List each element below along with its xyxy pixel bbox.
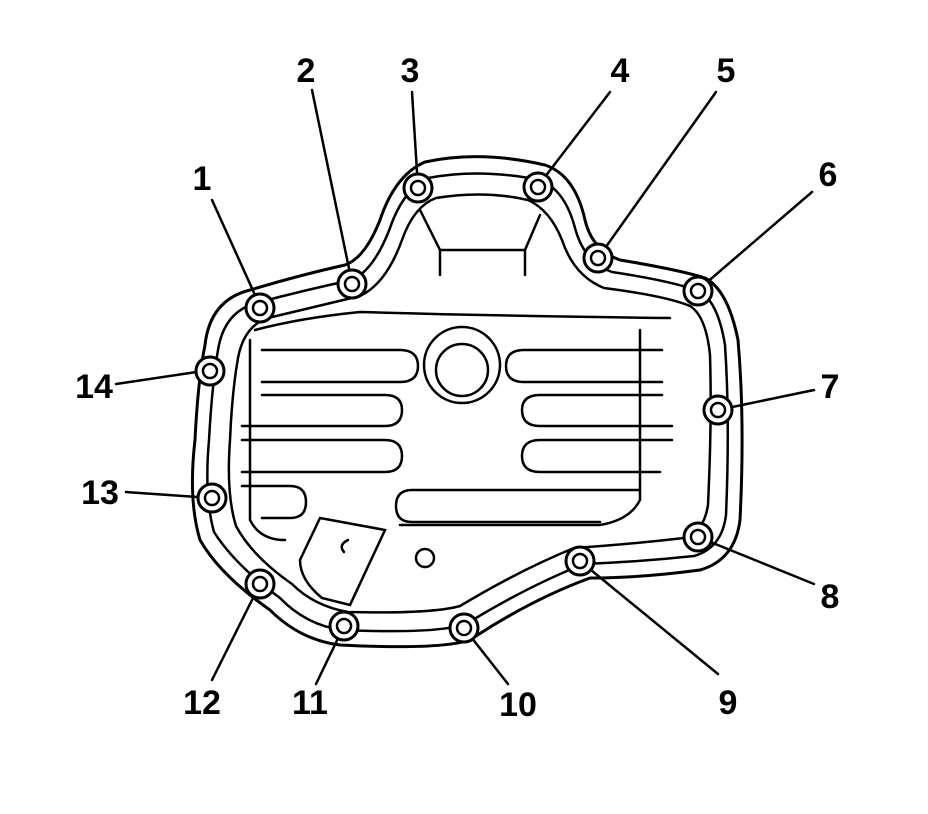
leader-14 — [114, 368, 212, 386]
bolt-washer — [251, 299, 269, 317]
leader-7 — [716, 388, 816, 412]
callout-4: 4 — [611, 52, 630, 90]
bolt-4 — [522, 171, 554, 203]
bolt-washer — [709, 401, 727, 419]
bolt-12 — [244, 568, 276, 600]
bolt-washer — [455, 619, 473, 637]
leader-6 — [696, 190, 814, 292]
callout-7: 7 — [821, 368, 840, 406]
bolt-10 — [448, 612, 480, 644]
leader-5 — [596, 90, 718, 260]
bolt-2 — [336, 268, 368, 300]
rib-center-bottom — [394, 488, 642, 524]
bolt-7 — [702, 394, 734, 426]
bolts — [194, 171, 734, 644]
callout-5: 5 — [717, 52, 736, 90]
bolt-washer — [689, 528, 707, 546]
rib-left-1 — [260, 348, 420, 384]
bolt-washer — [251, 575, 269, 593]
callout-12: 12 — [183, 684, 221, 722]
pan-sump-top — [418, 208, 542, 277]
bolt-washer — [529, 178, 547, 196]
bolt-washer — [689, 282, 707, 300]
callout-14: 14 — [75, 368, 113, 406]
bolt-8 — [682, 521, 714, 553]
rib-right-1 — [504, 348, 664, 384]
rib-left-2 — [240, 393, 404, 428]
bolt-13 — [196, 482, 228, 514]
bolt-3 — [402, 172, 434, 204]
callout-9: 9 — [719, 684, 738, 722]
callout-3: 3 — [401, 52, 420, 90]
small-boss — [414, 547, 436, 569]
bolt-washer — [203, 489, 221, 507]
leader-1 — [210, 198, 262, 308]
pan-flange-outer — [190, 155, 744, 649]
bolt-5 — [582, 242, 614, 274]
callout-2: 2 — [297, 52, 316, 90]
bolt-washer — [589, 249, 607, 267]
bolt-9 — [564, 545, 596, 577]
pan-bracket — [298, 516, 387, 607]
bolt-11 — [328, 610, 360, 642]
bolt-washer — [571, 552, 589, 570]
rib-right-2 — [520, 393, 674, 428]
callout-11: 11 — [292, 684, 328, 722]
bolt-14 — [194, 355, 226, 387]
bolt-washer — [201, 362, 219, 380]
bolt-washer — [409, 179, 427, 197]
callout-13: 13 — [81, 474, 119, 512]
callouts: 1 2 3 4 5 6 7 8 9 10 11 12 13 14 — [75, 52, 839, 724]
leader-9 — [578, 559, 720, 676]
drain-plug-outer — [422, 325, 502, 405]
leader-2 — [310, 88, 354, 285]
leader-lines — [114, 88, 816, 686]
leader-12 — [210, 582, 262, 682]
callout-6: 6 — [819, 156, 838, 194]
pan-body-edge — [248, 310, 672, 542]
bolt-6 — [682, 275, 714, 307]
rib-left-4 — [240, 484, 308, 520]
bolt-1 — [244, 292, 276, 324]
bolt-washer — [335, 617, 353, 635]
callout-8: 8 — [821, 578, 840, 616]
callout-1: 1 — [193, 160, 212, 198]
leader-3 — [410, 90, 420, 190]
bolt-washer — [343, 275, 361, 293]
leader-4 — [536, 90, 612, 188]
pan-bracket-mark — [340, 538, 350, 554]
leader-8 — [696, 535, 816, 586]
rib-left-3 — [240, 438, 404, 474]
drain-plug-inner — [434, 342, 490, 398]
rib-right-3 — [520, 438, 674, 474]
callout-10: 10 — [499, 686, 537, 724]
